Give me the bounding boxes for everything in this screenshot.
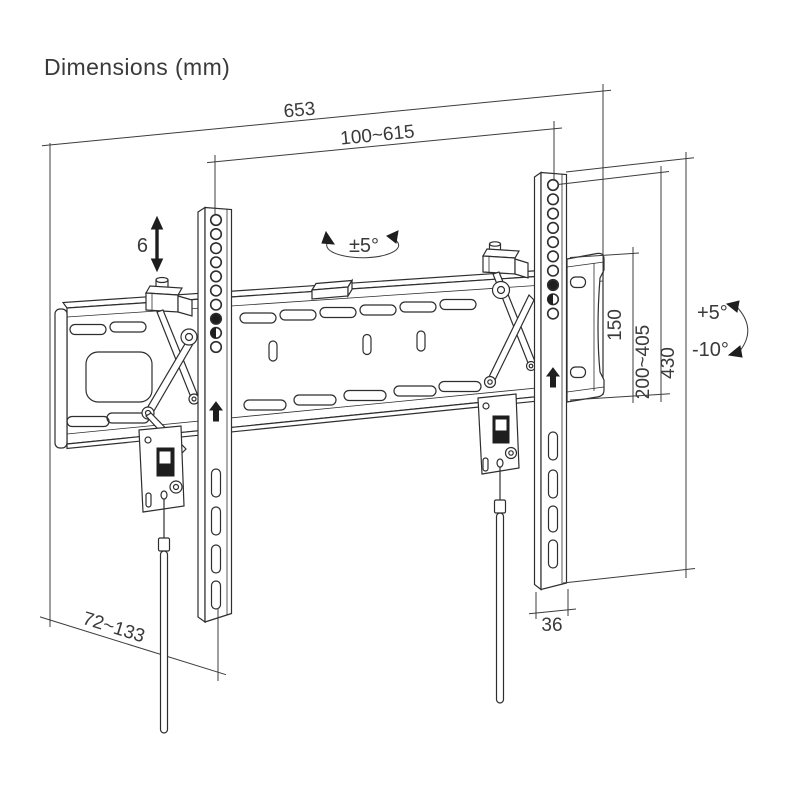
total-width-label: 653 (283, 99, 317, 123)
right-bracket-holes (546, 178, 560, 320)
up-arrowhead-icon (150, 215, 164, 230)
swivel-annotation: ±5° (321, 230, 400, 259)
tilt-down-label: -10° (692, 339, 729, 361)
left-bracket-slots (210, 468, 222, 610)
tilt-up-label: +5° (697, 302, 728, 324)
dimension-mount-width-range: 100~615 (206, 121, 563, 214)
left-up-arrow-icon (209, 401, 223, 422)
left-pull-cord (157, 499, 171, 734)
tv-interface-side-panel (566, 252, 605, 403)
height-step-label: 6 (137, 235, 148, 257)
swivel-arrowhead-left-icon (321, 230, 335, 245)
swivel-label: ±5° (349, 235, 379, 257)
wall-plate (54, 265, 605, 450)
tilt-annotation: +5° -10° (692, 300, 749, 361)
page-title: Dimensions (mm) (44, 54, 231, 80)
down-arrowhead-icon (150, 258, 164, 273)
tilt-arrowhead-down-icon (727, 345, 743, 358)
left-tv-bracket (197, 206, 233, 624)
left-tilt-mechanism (138, 276, 200, 513)
swivel-arrowhead-right-icon (386, 230, 399, 244)
wall-clearance-label: 72~133 (80, 608, 147, 647)
left-bracket-holes (209, 213, 223, 354)
right-tilt-mechanism (477, 241, 537, 475)
dimension-bracket-depth: 36 (528, 589, 577, 636)
dimension-hook-span: 150 (569, 247, 671, 403)
tilt-arrowhead-up-icon (725, 300, 740, 313)
dimension-wall-clearance: 72~133 (39, 608, 227, 681)
dimension-bracket-height: 430 (562, 152, 696, 584)
bracket-depth-label: 36 (541, 615, 562, 636)
right-pull-cord (493, 467, 507, 704)
dimension-total-width: 653 (41, 84, 612, 627)
right-up-arrow-icon (546, 367, 560, 388)
plate-latch (310, 278, 354, 300)
wall-plate-slots (66, 298, 482, 428)
mount-width-range-label: 100~615 (339, 121, 415, 149)
right-tv-bracket (533, 171, 568, 591)
right-bracket-slots (547, 431, 559, 569)
mount-height-range-label: 200~405 (633, 325, 654, 400)
hook-span-label: 150 (605, 309, 626, 341)
height-step-annotation: 6 (137, 215, 164, 273)
bracket-height-label: 430 (658, 347, 679, 379)
dimension-mount-height-range: 200~405 (557, 166, 670, 402)
